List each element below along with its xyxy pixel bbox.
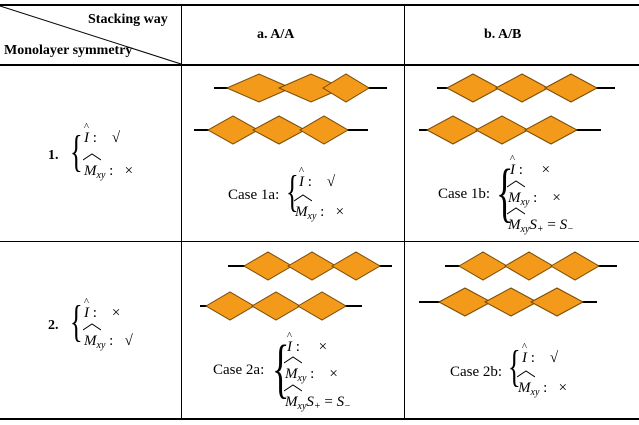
diamond bbox=[543, 73, 599, 103]
row-2-inversion: ^I : × bbox=[83, 296, 121, 321]
diamond bbox=[287, 251, 337, 281]
diamond bbox=[205, 291, 255, 321]
case-1a-inversion: ^I : √ bbox=[298, 165, 336, 190]
case-1b-inversion: ^I : × bbox=[509, 153, 551, 178]
diamond bbox=[425, 115, 481, 145]
stacking-way-label: Stacking way bbox=[88, 12, 168, 27]
diamond bbox=[243, 251, 293, 281]
case-2a-label: Case 2a: bbox=[213, 362, 265, 378]
case-2b-mirror: Mxy : × bbox=[517, 370, 567, 398]
diamond bbox=[494, 73, 550, 103]
bilayer-diagram-2b bbox=[419, 251, 617, 317]
diamond bbox=[299, 115, 349, 145]
case-2a-relation: MxyS+ = S− bbox=[284, 384, 351, 412]
row-2-brace: { bbox=[70, 297, 83, 346]
case-2b-brace: { bbox=[508, 342, 521, 391]
row-1-mirror: Mxy : × bbox=[83, 153, 133, 181]
bilayer-diagram-1b bbox=[419, 73, 615, 145]
case-2a-brace: { bbox=[272, 332, 290, 405]
header-diagonal bbox=[0, 5, 182, 65]
diamond bbox=[523, 115, 579, 145]
case-1a-brace: { bbox=[286, 167, 299, 216]
case-2a-mirror: Mxy : × bbox=[284, 356, 338, 384]
case-2b-inversion: ^I : √ bbox=[521, 341, 559, 366]
diamond bbox=[437, 287, 493, 317]
row-divider bbox=[0, 241, 639, 242]
column-header-a: a. A/A bbox=[257, 27, 295, 42]
diamond bbox=[206, 115, 260, 145]
diamond bbox=[483, 287, 539, 317]
column-header-b: b. A/B bbox=[484, 27, 522, 42]
diamond bbox=[550, 251, 600, 281]
bilayer-diagram-1a bbox=[194, 73, 387, 145]
case-2a-inversion: ^I : × bbox=[286, 330, 328, 355]
header-bottom-border bbox=[0, 64, 639, 66]
row-1-number: 1. bbox=[48, 148, 59, 163]
case-1b-mirror: Mxy : × bbox=[507, 180, 561, 208]
bilayer-diagram-2a bbox=[200, 251, 392, 321]
row-1-brace: { bbox=[70, 127, 83, 176]
case-1a-mirror: Mxy : × bbox=[294, 194, 344, 222]
case-1b-label: Case 1b: bbox=[438, 186, 491, 202]
case-1b-brace: { bbox=[496, 156, 514, 229]
table-top-border bbox=[0, 4, 639, 6]
diamond bbox=[297, 291, 347, 321]
case-1b-relation: MxyS+ = S− bbox=[507, 207, 574, 235]
row-2-mirror: Mxy : √ bbox=[83, 323, 133, 351]
case-2b-label: Case 2b: bbox=[450, 364, 503, 380]
diamond bbox=[458, 251, 508, 281]
diamond bbox=[251, 291, 301, 321]
col-divider-2 bbox=[404, 5, 405, 419]
diamond bbox=[445, 73, 501, 103]
diamond bbox=[474, 115, 530, 145]
diamond bbox=[331, 251, 381, 281]
diamond bbox=[251, 115, 307, 145]
monolayer-symmetry-label: Monolayer symmetry bbox=[4, 43, 133, 58]
diamond bbox=[504, 251, 554, 281]
row-2-number: 2. bbox=[48, 318, 59, 333]
diamond bbox=[529, 287, 585, 317]
diamond bbox=[322, 73, 370, 103]
col-divider-1 bbox=[181, 5, 182, 419]
table-bottom-border bbox=[0, 418, 639, 420]
case-1a-label: Case 1a: bbox=[228, 187, 280, 203]
row-1-inversion: ^I : √ bbox=[83, 121, 121, 146]
